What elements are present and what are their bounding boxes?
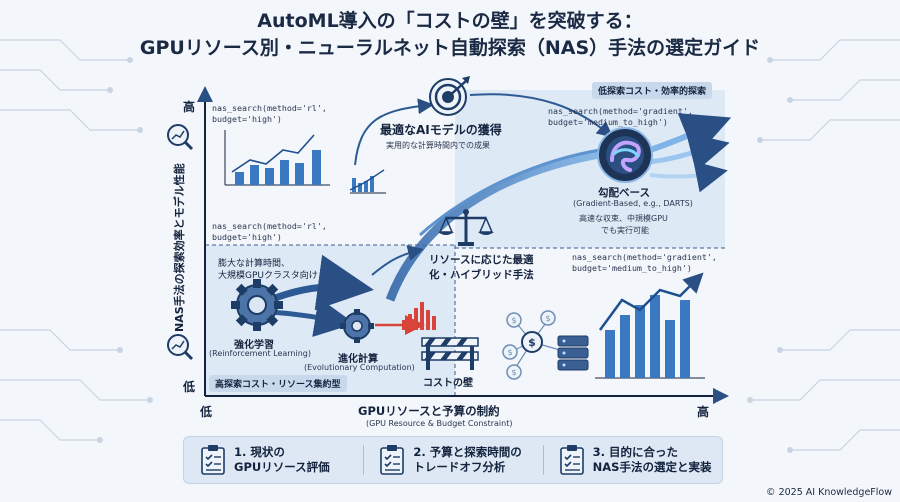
steps-bar: 1. 現状の GPUリソース評価 2. 予算と探索時間の トレードオフ分析 3.… [183, 436, 723, 484]
title-line-1: AutoML導入の「コストの壁」を突破する： [257, 10, 643, 32]
hybrid-line: 化・ハイブリッド手法 [429, 269, 534, 281]
hybrid-line: リソースに応じた最適 [429, 254, 534, 266]
gradient-title: 勾配ベース [598, 187, 650, 199]
svg-text:$: $ [507, 348, 512, 357]
step-3-line-2: NAS手法の選定と実装 [592, 460, 712, 474]
x-axis-high-label: 高 [697, 405, 710, 419]
rl-subtitle: (Reinforcement Learning) [209, 349, 311, 358]
code-line: budget='high') [212, 113, 282, 124]
code-snippet-mid-left: nas_search(method='rl', budget='high') [212, 221, 327, 242]
title-line-2: GPUリソース別・ニューラルネット自動探索（NAS）手法の選定ガイド [139, 37, 761, 59]
code-line: nas_search(method='gradient', [572, 252, 717, 262]
step-3-line-1: 3. 目的に合った [592, 445, 679, 459]
y-axis-title: NAS手法の探索効率とモデル性能 [173, 163, 186, 332]
code-line: nas_search(method='gradient', [548, 106, 693, 116]
x-axis-title: GPUリソースと予算の制約 [358, 404, 500, 418]
page-title: AutoML導入の「コストの壁」を突破する： GPUリソース別・ニューラルネット… [0, 8, 900, 62]
svg-text:$: $ [528, 336, 536, 349]
step-2: 2. 予算と探索時間の トレードオフ分析 [363, 437, 542, 483]
code-snippet-top-left: nas_search(method='rl', budget='high') [212, 103, 327, 124]
evo-subtitle: (Evolutionary Computation) [304, 363, 415, 372]
gear-icon [231, 279, 283, 331]
step-3: 3. 目的に合った NAS手法の選定と実装 [542, 437, 722, 483]
checklist-icon [380, 445, 405, 475]
goal-title: 最適なAIモデルの獲得 [380, 123, 502, 137]
checklist-icon [559, 445, 584, 475]
cost-wall-label: コストの壁 [423, 378, 473, 389]
code-line: budget='medium_to_high') [548, 116, 668, 127]
target-icon [429, 76, 470, 116]
step-1: 1. 現状の GPUリソース評価 [184, 437, 363, 483]
step-1-line-1: 1. 現状の [234, 445, 285, 459]
code-snippet-mid-right: nas_search(method='gradient', budget='me… [572, 252, 717, 273]
step-2-line-1: 2. 予算と探索時間の [413, 445, 522, 459]
bottom-left-region-tag: 高探索コスト・リソース集約型 [209, 375, 347, 392]
step-1-line-2: GPUリソース評価 [234, 460, 330, 474]
code-line: nas_search(method='rl', [212, 221, 327, 231]
copyright-notice: © 2025 AI KnowledgeFlow [766, 487, 892, 498]
rl-title: 強化学習 [234, 340, 274, 351]
code-line: budget='medium_to_high') [572, 262, 692, 273]
hybrid-label: リソースに応じた最適 化・ハイブリッド手法 [429, 253, 534, 283]
checklist-icon [201, 445, 225, 475]
y-axis-high-label: 高 [183, 100, 196, 114]
top-left-chart [224, 130, 330, 186]
x-axis-subtitle: (GPU Resource & Budget Constraint) [366, 419, 513, 428]
rl-note-line: 大規模GPUクラスタ向け [218, 271, 318, 281]
balance-scale-icon [438, 209, 494, 246]
gradient-desc-1: 高速な収束、中規模GPU [579, 214, 668, 223]
rl-note: 膨大な計算時間、 大規模GPUクラスタ向け [218, 258, 318, 282]
code-line: budget='high') [212, 231, 282, 242]
top-right-region-tag: 低探索コスト・効率的探索 [592, 82, 713, 99]
rl-note-line: 膨大な計算時間、 [218, 259, 291, 269]
brain-chip-icon [597, 127, 653, 183]
evo-title: 進化計算 [338, 354, 378, 365]
magnifier-chart-icon [167, 124, 194, 151]
code-snippet-top-right: nas_search(method='gradient', budget='me… [548, 106, 693, 127]
barrier-icon [421, 337, 479, 370]
y-axis-low-label: 低 [183, 380, 196, 394]
server-icon [557, 335, 589, 371]
gradient-subtitle: (Gradient-Based, e.g., DARTS) [573, 199, 693, 208]
x-axis-low-label: 低 [200, 405, 213, 419]
gradient-desc-2: でも実行可能 [601, 226, 649, 235]
magnifier-chart-icon [167, 334, 194, 361]
bottom-right-chart [595, 272, 705, 379]
step-2-line-2: トレードオフ分析 [413, 460, 506, 474]
small-growth-chart [349, 169, 386, 194]
cost-bars [402, 302, 436, 330]
svg-text:$: $ [545, 314, 550, 323]
code-line: nas_search(method='rl', [212, 103, 327, 113]
svg-text:$: $ [511, 368, 516, 377]
dollar-network-icon: $ $ $ $ $ [502, 310, 561, 380]
svg-text:$: $ [511, 316, 516, 325]
gear-icon [340, 309, 374, 343]
goal-subtitle: 実用的な計算時間内での成果 [386, 141, 490, 150]
